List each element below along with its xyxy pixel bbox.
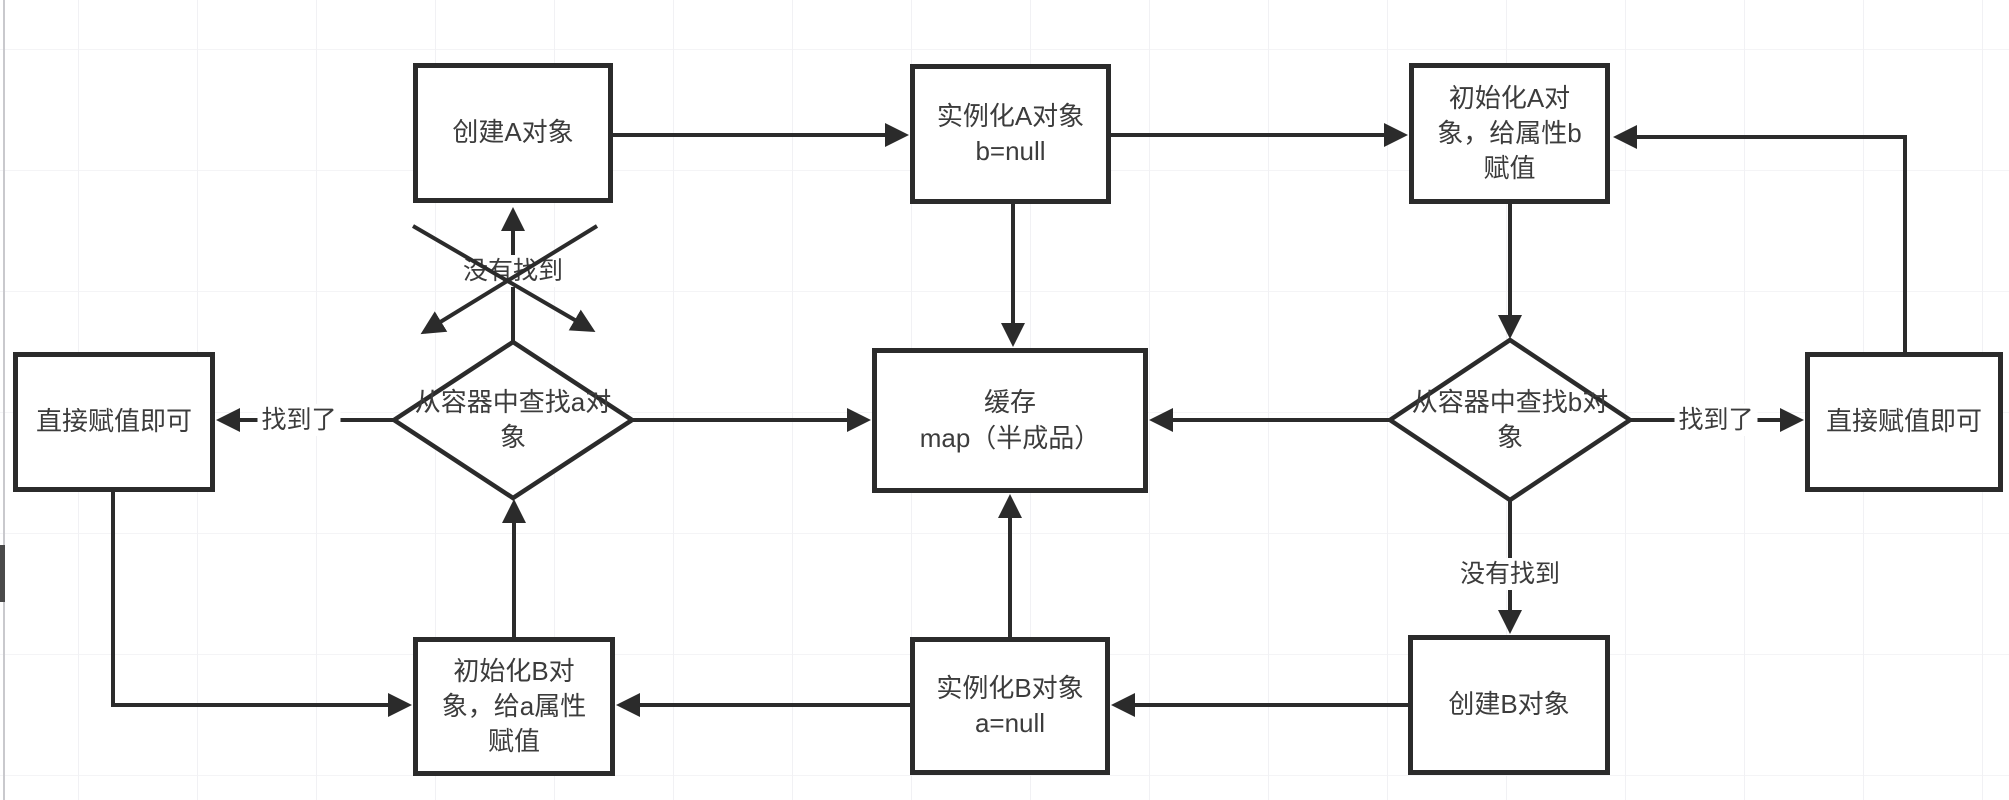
node-create-a-label: 创建A对象	[452, 117, 574, 148]
find-a-to-assign-left-label: 找到了	[257, 404, 341, 436]
cross-out-stroke-1	[411, 224, 596, 333]
node-cache-map[interactable]: 缓存 map（半成品）	[872, 348, 1148, 493]
node-initialize-a[interactable]: 初始化A对 象，给属性b 赋值	[1409, 63, 1610, 204]
node-cache-map-label: 缓存 map（半成品）	[919, 387, 1101, 453]
node-create-a[interactable]: 创建A对象	[413, 63, 613, 203]
node-instantiate-a[interactable]: 实例化A对象 b=null	[910, 64, 1111, 204]
node-find-a-in-container-label: 从容器中查找a对 象	[414, 386, 612, 452]
node-instantiate-a-label: 实例化A对象 b=null	[936, 100, 1085, 166]
node-assign-direct-left-label: 直接赋值即可	[35, 406, 192, 437]
node-instantiate-b-label: 实例化B对象 a=null	[936, 672, 1084, 738]
find-b-to-create-b-label: 没有找到	[1455, 558, 1565, 590]
node-instantiate-b[interactable]: 实例化B对象 a=null	[910, 637, 1110, 775]
cross-out-stroke-2	[420, 224, 599, 335]
node-create-b-label: 创建B对象	[1448, 689, 1570, 720]
find-a-to-create-a-label: 没有找到	[458, 255, 568, 287]
find-b-to-assign-right-label: 找到了	[1674, 404, 1758, 436]
assign-left-to-initialize-b-connector	[111, 492, 412, 717]
node-assign-direct-right[interactable]: 直接赋值即可	[1805, 352, 2003, 492]
assign-right-to-initialize-a-connector	[1613, 125, 1907, 352]
node-initialize-b-label: 初始化B对 象，给a属性 赋值	[441, 655, 587, 757]
node-find-b-in-container-label: 从容器中查找b对 象	[1411, 386, 1609, 452]
node-assign-direct-right-label: 直接赋值即可	[1825, 406, 1982, 437]
scrollbar-tab[interactable]	[0, 545, 5, 602]
node-initialize-a-label: 初始化A对 象，给属性b 赋值	[1437, 82, 1582, 184]
canvas-left-edge	[3, 0, 5, 800]
node-assign-direct-left[interactable]: 直接赋值即可	[13, 352, 215, 492]
node-find-b-in-container[interactable]	[1385, 337, 1635, 503]
node-initialize-b[interactable]: 初始化B对 象，给a属性 赋值	[413, 637, 615, 776]
node-create-b[interactable]: 创建B对象	[1408, 635, 1610, 775]
node-find-a-in-container[interactable]	[389, 339, 637, 501]
